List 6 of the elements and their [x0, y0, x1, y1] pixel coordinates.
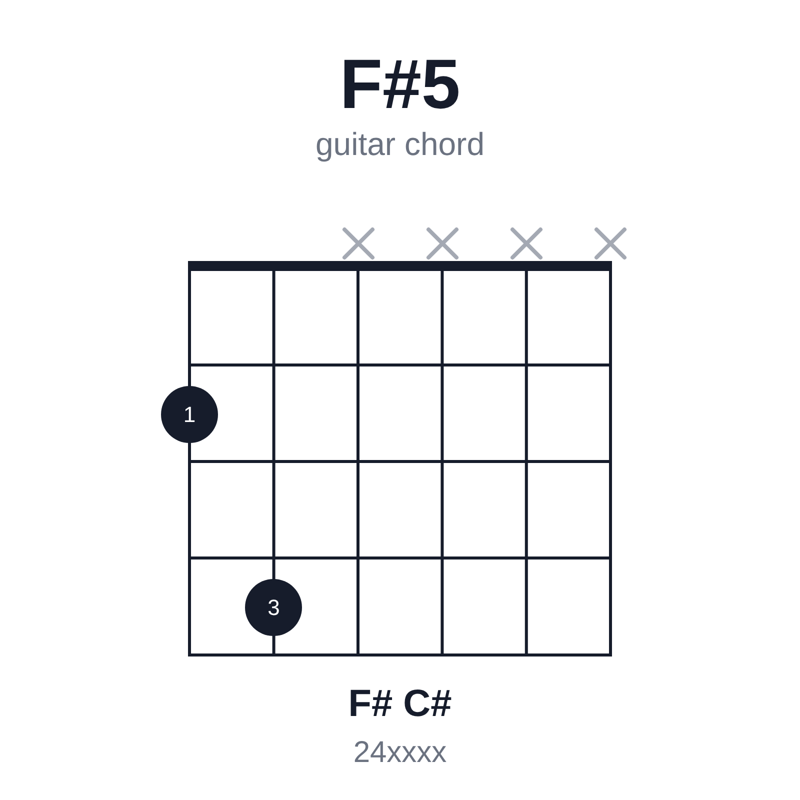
chord-type-label: guitar chord — [316, 128, 484, 160]
fingering-code: 24xxxx — [353, 738, 447, 768]
chord-notes: F# C# — [348, 685, 452, 723]
finger-dot: 1 — [161, 386, 218, 442]
chord-title: F#5 — [340, 49, 460, 119]
finger-dot: 3 — [245, 578, 302, 636]
